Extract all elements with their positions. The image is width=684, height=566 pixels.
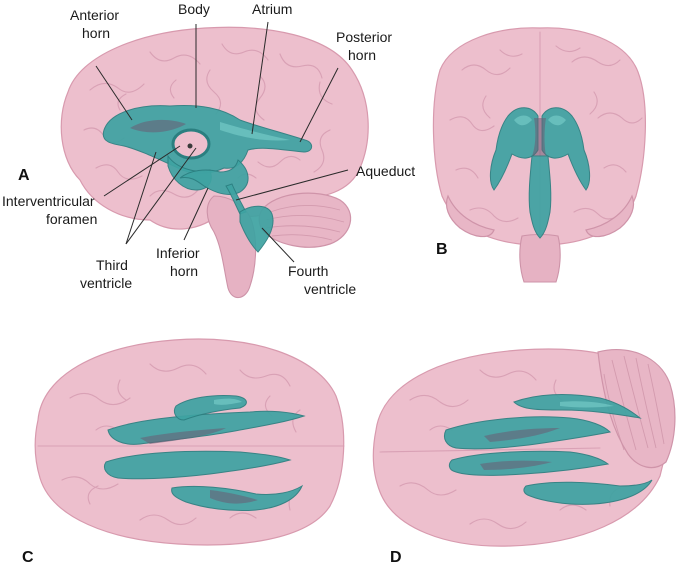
label-interventricular-line1: Interventricular [2, 193, 95, 209]
label-posterior-horn-line1: Posterior [336, 29, 392, 45]
leader-atrium [251, 21, 269, 135]
ventricles-superior-c [104, 395, 306, 511]
panel-letter-d: D [390, 549, 402, 566]
leader-posterior-horn [299, 67, 339, 143]
label-atrium: Atrium [252, 1, 292, 17]
temporal-lobe-frontal-right [585, 194, 635, 238]
foramen-ring [171, 128, 211, 160]
leader-third-ventricle-1 [125, 151, 157, 245]
label-interventricular-line2: foramen [46, 211, 97, 227]
leader-anterior-horn [95, 65, 133, 121]
label-third-ventricle-line2: ventricle [80, 275, 132, 291]
cerebrum-superior-c [34, 338, 345, 546]
label-aqueduct: Aqueduct [356, 163, 415, 179]
leader-third-ventricle-2 [125, 147, 197, 245]
label-fourth-ventricle-line1: Fourth [288, 263, 328, 279]
label-anterior-horn-line1: Anterior [70, 7, 119, 23]
panel-letter-a: A [18, 167, 30, 184]
panel-d-oblique-view: D [372, 348, 676, 566]
label-posterior-horn-line2: horn [348, 47, 376, 63]
ventricles-frontal [489, 107, 591, 239]
label-inferior-horn-line1: Inferior [156, 245, 200, 261]
label-body: Body [178, 1, 210, 17]
brainstem-frontal [519, 233, 561, 283]
leader-fourth-ventricle [261, 227, 295, 263]
panel-letter-b: B [436, 241, 448, 258]
leader-aqueduct [235, 169, 349, 201]
label-fourth-ventricle-line2: ventricle [304, 281, 356, 297]
label-anterior-horn-line2: horn [82, 25, 110, 41]
panel-letter-c: C [22, 549, 34, 566]
leader-inferior-horn [183, 187, 209, 241]
label-third-ventricle-line1: Third [96, 257, 128, 273]
ventricles-oblique-d [443, 394, 653, 505]
panel-c-superior-view: C [22, 338, 345, 566]
leader-interventricular-foramen [103, 145, 181, 197]
label-inferior-horn-line2: horn [170, 263, 198, 279]
cerebellum-folia-d [603, 355, 665, 451]
panel-a-lateral-view: Anterior horn Body Atrium Posterior horn… [2, 1, 415, 299]
temporal-lobe-frontal-left [445, 194, 495, 238]
panel-b-frontal-view: B [432, 27, 646, 283]
cerebellum-folia-a [265, 205, 345, 241]
